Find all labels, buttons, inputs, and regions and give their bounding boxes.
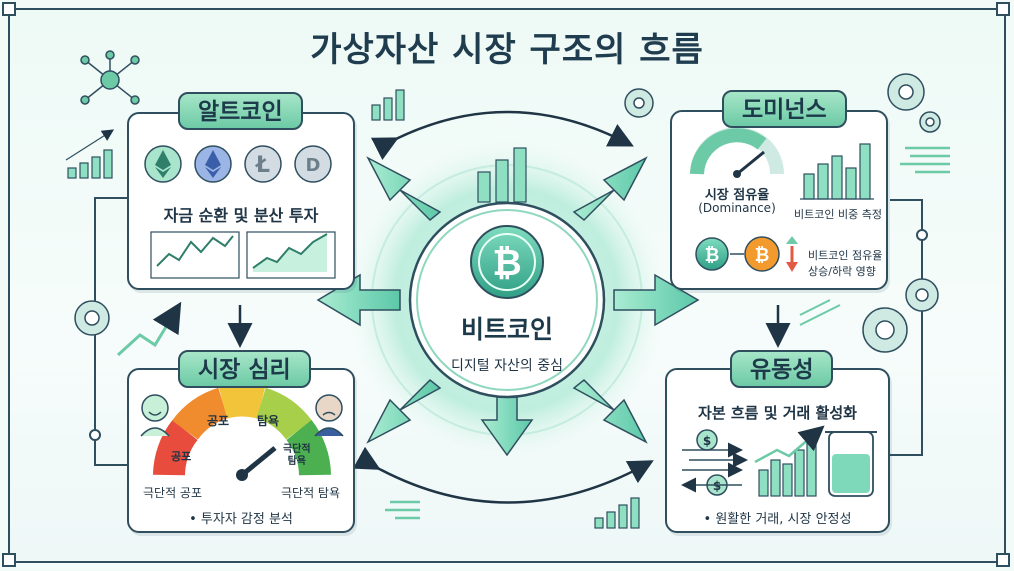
gear-icon-left xyxy=(74,300,110,336)
center-label: 비트코인 xyxy=(460,315,553,344)
growth-bars-icon-left xyxy=(65,129,115,179)
dash-coin-icon: D xyxy=(294,145,332,183)
svg-text:₿: ₿ xyxy=(705,245,720,266)
altcoin-tag: 알트코인 xyxy=(178,92,303,130)
litecoin-icon: Ł xyxy=(244,145,282,183)
altcoin-caption: 자금 순환 및 분산 투자 xyxy=(163,206,319,225)
beaker-icon xyxy=(825,431,877,497)
effect-label-2: 상승/하락 영향 xyxy=(808,265,876,278)
extreme-greed-segment-label: 극단적 탐욕 xyxy=(283,444,311,467)
svg-text:$: $ xyxy=(703,434,711,448)
liquidity-graphics: $ $ xyxy=(681,425,877,497)
altcoin-graphics: Ł D xyxy=(144,145,336,279)
gauge-label: 시장 점유율 xyxy=(704,188,770,203)
extreme-greed-label: 극단적 탐욕 xyxy=(281,486,341,500)
liquidity-footer: • 원활한 거래, 시장 안정성 xyxy=(703,512,852,527)
gauge-sub: (Dominance) xyxy=(698,201,776,215)
gear-icon-right xyxy=(862,278,939,353)
center-subtitle: 디지털 자산의 중심 xyxy=(451,358,563,374)
anxious-face-icon xyxy=(314,394,344,437)
mini-chart-icon-right xyxy=(799,299,841,326)
gauge-icon xyxy=(690,127,784,178)
frame-corner xyxy=(996,553,1010,567)
bars-label: 비트코인 비중 측정 xyxy=(794,208,882,221)
sentiment-panel: 공포 공포 탐욕 극단적 탐욕 극단적 공포 극단적 탐욕 • 투자자 감정 분… xyxy=(127,368,355,533)
fear-greed-gauge xyxy=(153,384,331,481)
radial-arrows xyxy=(316,156,700,457)
gear-icon-topright xyxy=(887,73,941,133)
ethereum-blue-coin-icon xyxy=(194,145,232,183)
svg-text:₿: ₿ xyxy=(755,245,770,266)
liquidity-bars-icon xyxy=(754,425,825,497)
dominance-bars-icon xyxy=(803,143,871,200)
bars-icon-bottom xyxy=(594,497,640,529)
dominance-panel: ₿ ₿ 시장 점유율 (Dominance) 비트코인 비중 측정 비트코인 점… xyxy=(670,110,888,290)
dominance-graphics: ₿ ₿ xyxy=(690,127,874,272)
trend-arrow-icon-left xyxy=(116,301,182,357)
dash-lines-icon xyxy=(385,146,950,520)
sentiment-tag: 시장 심리 xyxy=(178,350,311,388)
liquidity-caption: 자본 흐름 및 거래 활성화 xyxy=(698,404,857,422)
gear-icon-top xyxy=(624,88,654,118)
svg-text:₿: ₿ xyxy=(492,243,521,284)
bitcoin-center-icon: ₿ xyxy=(470,225,544,299)
svg-text:Ł: Ł xyxy=(255,153,270,178)
network-icon xyxy=(80,50,140,105)
curved-arrow-top xyxy=(370,110,634,160)
page-title: 가상자산 시장 구조의 흐름 xyxy=(310,30,704,70)
calm-face-icon xyxy=(140,394,170,437)
fear-segment-label: 공포 xyxy=(171,450,192,463)
frame-corner xyxy=(2,553,16,567)
frame-corner xyxy=(2,2,16,16)
altcoin-panel: Ł D 자금 순환 및 분산 투자 xyxy=(127,112,355,290)
extreme-fear-label: 극단적 공포 xyxy=(143,486,203,500)
altcoin-chart-1 xyxy=(150,231,240,279)
effect-label-1: 비트코인 점유율 xyxy=(808,249,883,262)
up-down-arrow-icon xyxy=(786,236,798,272)
curved-arrow-bottom xyxy=(352,446,654,504)
bars-icon-top xyxy=(371,89,405,121)
frame-corner xyxy=(996,2,1010,16)
svg-text:D: D xyxy=(306,155,321,176)
sentiment-graphics xyxy=(140,384,344,481)
liquidity-panel: $ $ 자본 흐름 및 거래 활성화 • 원활한 거래, 시장 안정성 xyxy=(665,368,890,533)
liquidity-tag: 유동성 xyxy=(730,350,834,388)
center-bars-icon xyxy=(477,147,527,203)
bitcoin-small-icon: ₿ xyxy=(695,237,729,271)
dominance-tag: 도미넌스 xyxy=(722,90,847,128)
fear-label: 공포 xyxy=(207,414,230,428)
svg-text:$: $ xyxy=(713,479,721,493)
bitcoin-orange-icon: ₿ xyxy=(744,236,780,272)
sentiment-caption: • 투자자 감정 분석 xyxy=(189,512,293,527)
greed-label: 탐욕 xyxy=(257,414,280,428)
money-flow-icon: $ $ xyxy=(681,429,748,496)
ethereum-coin-icon xyxy=(144,145,182,183)
